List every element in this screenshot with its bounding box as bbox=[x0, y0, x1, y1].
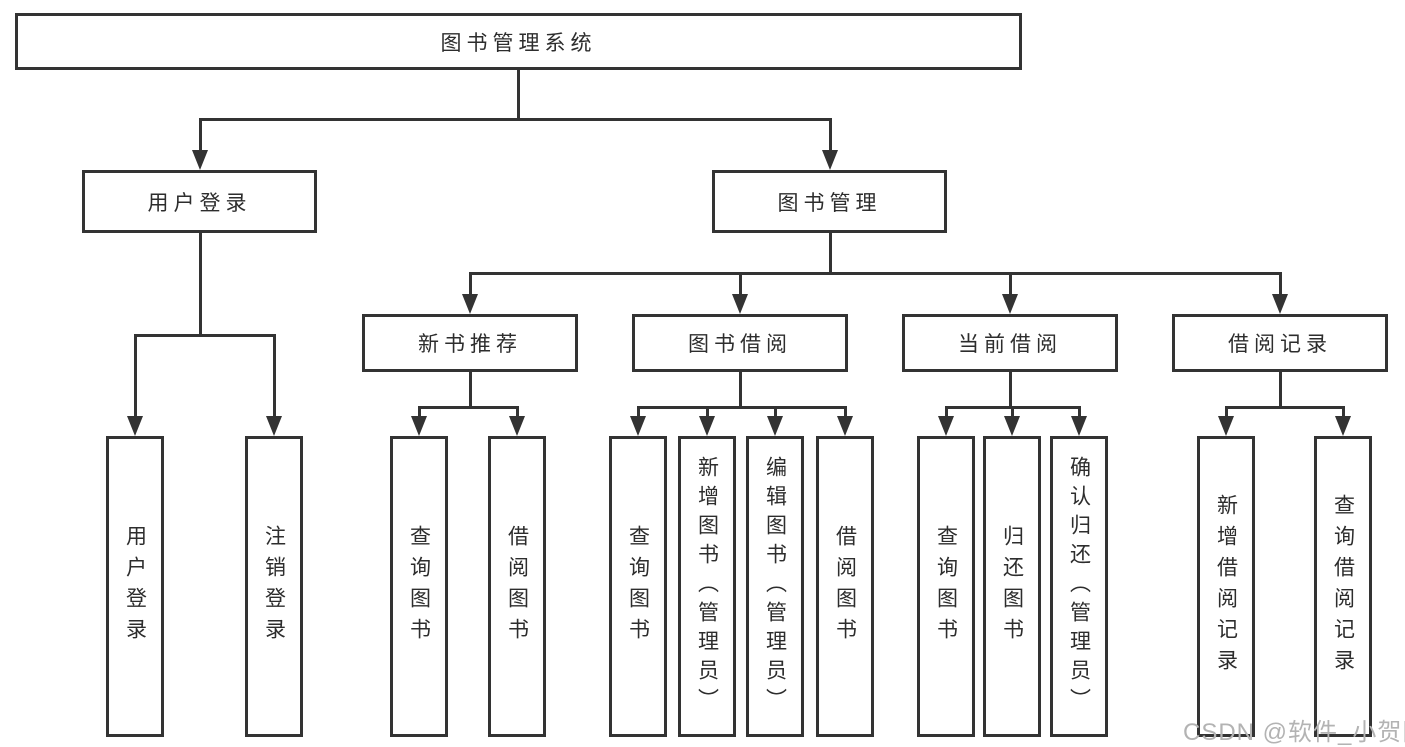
edge-rec-drop-2 bbox=[515, 406, 519, 418]
edge-cb-drop-2 bbox=[1010, 406, 1014, 418]
edge-bb-rail bbox=[636, 406, 847, 409]
arrow-down-icon bbox=[1218, 416, 1234, 436]
arrow-down-icon bbox=[1004, 416, 1020, 436]
arrow-down-icon bbox=[630, 416, 646, 436]
arrow-down-icon bbox=[938, 416, 954, 436]
edge-userlogin-drop-1 bbox=[133, 334, 137, 416]
edge-bb-stem bbox=[738, 372, 742, 408]
arrow-down-icon bbox=[127, 416, 143, 436]
arrow-down-icon bbox=[192, 150, 208, 170]
node-root: 图书管理系统 bbox=[15, 13, 1022, 70]
edge-br-rail bbox=[1224, 406, 1345, 409]
arrow-down-icon bbox=[1071, 416, 1087, 436]
leaf-records-query-record-label: 查询借阅记录 bbox=[1331, 493, 1355, 680]
arrow-down-icon bbox=[767, 416, 783, 436]
edge-root-drop-book-mgmt bbox=[828, 118, 832, 150]
edge-userlogin-rail bbox=[133, 334, 276, 337]
edge-bb-drop-4 bbox=[843, 406, 847, 418]
leaf-current-query-books-label: 查询图书 bbox=[934, 524, 958, 649]
edge-bookmgmt-drop-borrow bbox=[738, 272, 742, 296]
edge-cb-stem bbox=[1008, 372, 1012, 408]
edge-bookmgmt-stem bbox=[828, 233, 832, 274]
arrow-down-icon bbox=[837, 416, 853, 436]
arrow-down-icon bbox=[509, 416, 525, 436]
edge-bookmgmt-drop-record bbox=[1278, 272, 1282, 296]
leaf-current-return-books-label: 归还图书 bbox=[1000, 524, 1024, 649]
arrow-down-icon bbox=[822, 150, 838, 170]
leaf-records-add-record: 新增借阅记录 bbox=[1197, 436, 1255, 737]
arrow-down-icon bbox=[462, 294, 478, 314]
leaf-borrow-query-books: 查询图书 bbox=[609, 436, 667, 737]
edge-bookmgmt-drop-rec bbox=[468, 272, 472, 296]
node-book-management: 图书管理 bbox=[712, 170, 947, 233]
node-book-borrow: 图书借阅 bbox=[632, 314, 848, 372]
arrow-down-icon bbox=[411, 416, 427, 436]
edge-cb-drop-3 bbox=[1077, 406, 1081, 418]
edge-bb-drop-3 bbox=[773, 406, 777, 418]
leaf-user-login: 用户登录 bbox=[106, 436, 164, 737]
arrow-down-icon bbox=[732, 294, 748, 314]
leaf-borrow-edit-books-admin: 编辑图书（管理员） bbox=[746, 436, 804, 737]
edge-br-stem bbox=[1278, 372, 1282, 408]
leaf-logout-login-label: 注销登录 bbox=[262, 524, 286, 649]
edge-root-rail bbox=[198, 118, 832, 121]
edge-bookmgmt-drop-current bbox=[1008, 272, 1012, 296]
edge-br-drop-1 bbox=[1224, 406, 1228, 418]
arrow-down-icon bbox=[699, 416, 715, 436]
leaf-current-return-books: 归还图书 bbox=[983, 436, 1041, 737]
arrow-down-icon bbox=[1272, 294, 1288, 314]
node-user-login: 用户登录 bbox=[82, 170, 317, 233]
csdn-watermark: CSDN @软件_小贺同学 bbox=[1183, 719, 1405, 746]
leaf-borrow-borrow-books-label: 借阅图书 bbox=[833, 524, 857, 649]
node-new-book-recommend: 新书推荐 bbox=[362, 314, 578, 372]
edge-root-stem bbox=[516, 70, 520, 118]
leaf-current-confirm-return-admin: 确认归还（管理员） bbox=[1050, 436, 1108, 737]
arrow-down-icon bbox=[1335, 416, 1351, 436]
edge-userlogin-drop-2 bbox=[272, 334, 276, 416]
edge-root-drop-user-login bbox=[198, 118, 202, 150]
edge-userlogin-stem bbox=[198, 233, 202, 336]
edge-rec-drop-1 bbox=[417, 406, 421, 418]
edge-bookmgmt-rail bbox=[468, 272, 1282, 275]
leaf-recommend-query-books: 查询图书 bbox=[390, 436, 448, 737]
edge-bb-drop-2 bbox=[705, 406, 709, 418]
leaf-logout-login: 注销登录 bbox=[245, 436, 303, 737]
node-current-borrow: 当前借阅 bbox=[902, 314, 1118, 372]
leaf-borrow-edit-books-admin-label: 编辑图书（管理员） bbox=[763, 456, 787, 717]
arrow-down-icon bbox=[266, 416, 282, 436]
leaf-borrow-add-books-admin-label: 新增图书（管理员） bbox=[695, 456, 719, 717]
arrow-down-icon bbox=[1002, 294, 1018, 314]
leaf-records-add-record-label: 新增借阅记录 bbox=[1214, 493, 1238, 680]
edge-br-drop-2 bbox=[1341, 406, 1345, 418]
leaf-borrow-add-books-admin: 新增图书（管理员） bbox=[678, 436, 736, 737]
edge-rec-stem bbox=[468, 372, 472, 408]
leaf-borrow-borrow-books: 借阅图书 bbox=[816, 436, 874, 737]
leaf-user-login-label: 用户登录 bbox=[123, 524, 147, 649]
leaf-records-query-record: 查询借阅记录 bbox=[1314, 436, 1372, 737]
leaf-current-confirm-return-admin-label: 确认归还（管理员） bbox=[1067, 456, 1091, 717]
node-borrow-records: 借阅记录 bbox=[1172, 314, 1388, 372]
leaf-recommend-query-books-label: 查询图书 bbox=[407, 524, 431, 649]
leaf-borrow-query-books-label: 查询图书 bbox=[626, 524, 650, 649]
leaf-current-query-books: 查询图书 bbox=[917, 436, 975, 737]
edge-rec-rail bbox=[417, 406, 519, 409]
leaf-recommend-borrow-books: 借阅图书 bbox=[488, 436, 546, 737]
edge-cb-drop-1 bbox=[944, 406, 948, 418]
edge-bb-drop-1 bbox=[636, 406, 640, 418]
leaf-recommend-borrow-books-label: 借阅图书 bbox=[505, 524, 529, 649]
